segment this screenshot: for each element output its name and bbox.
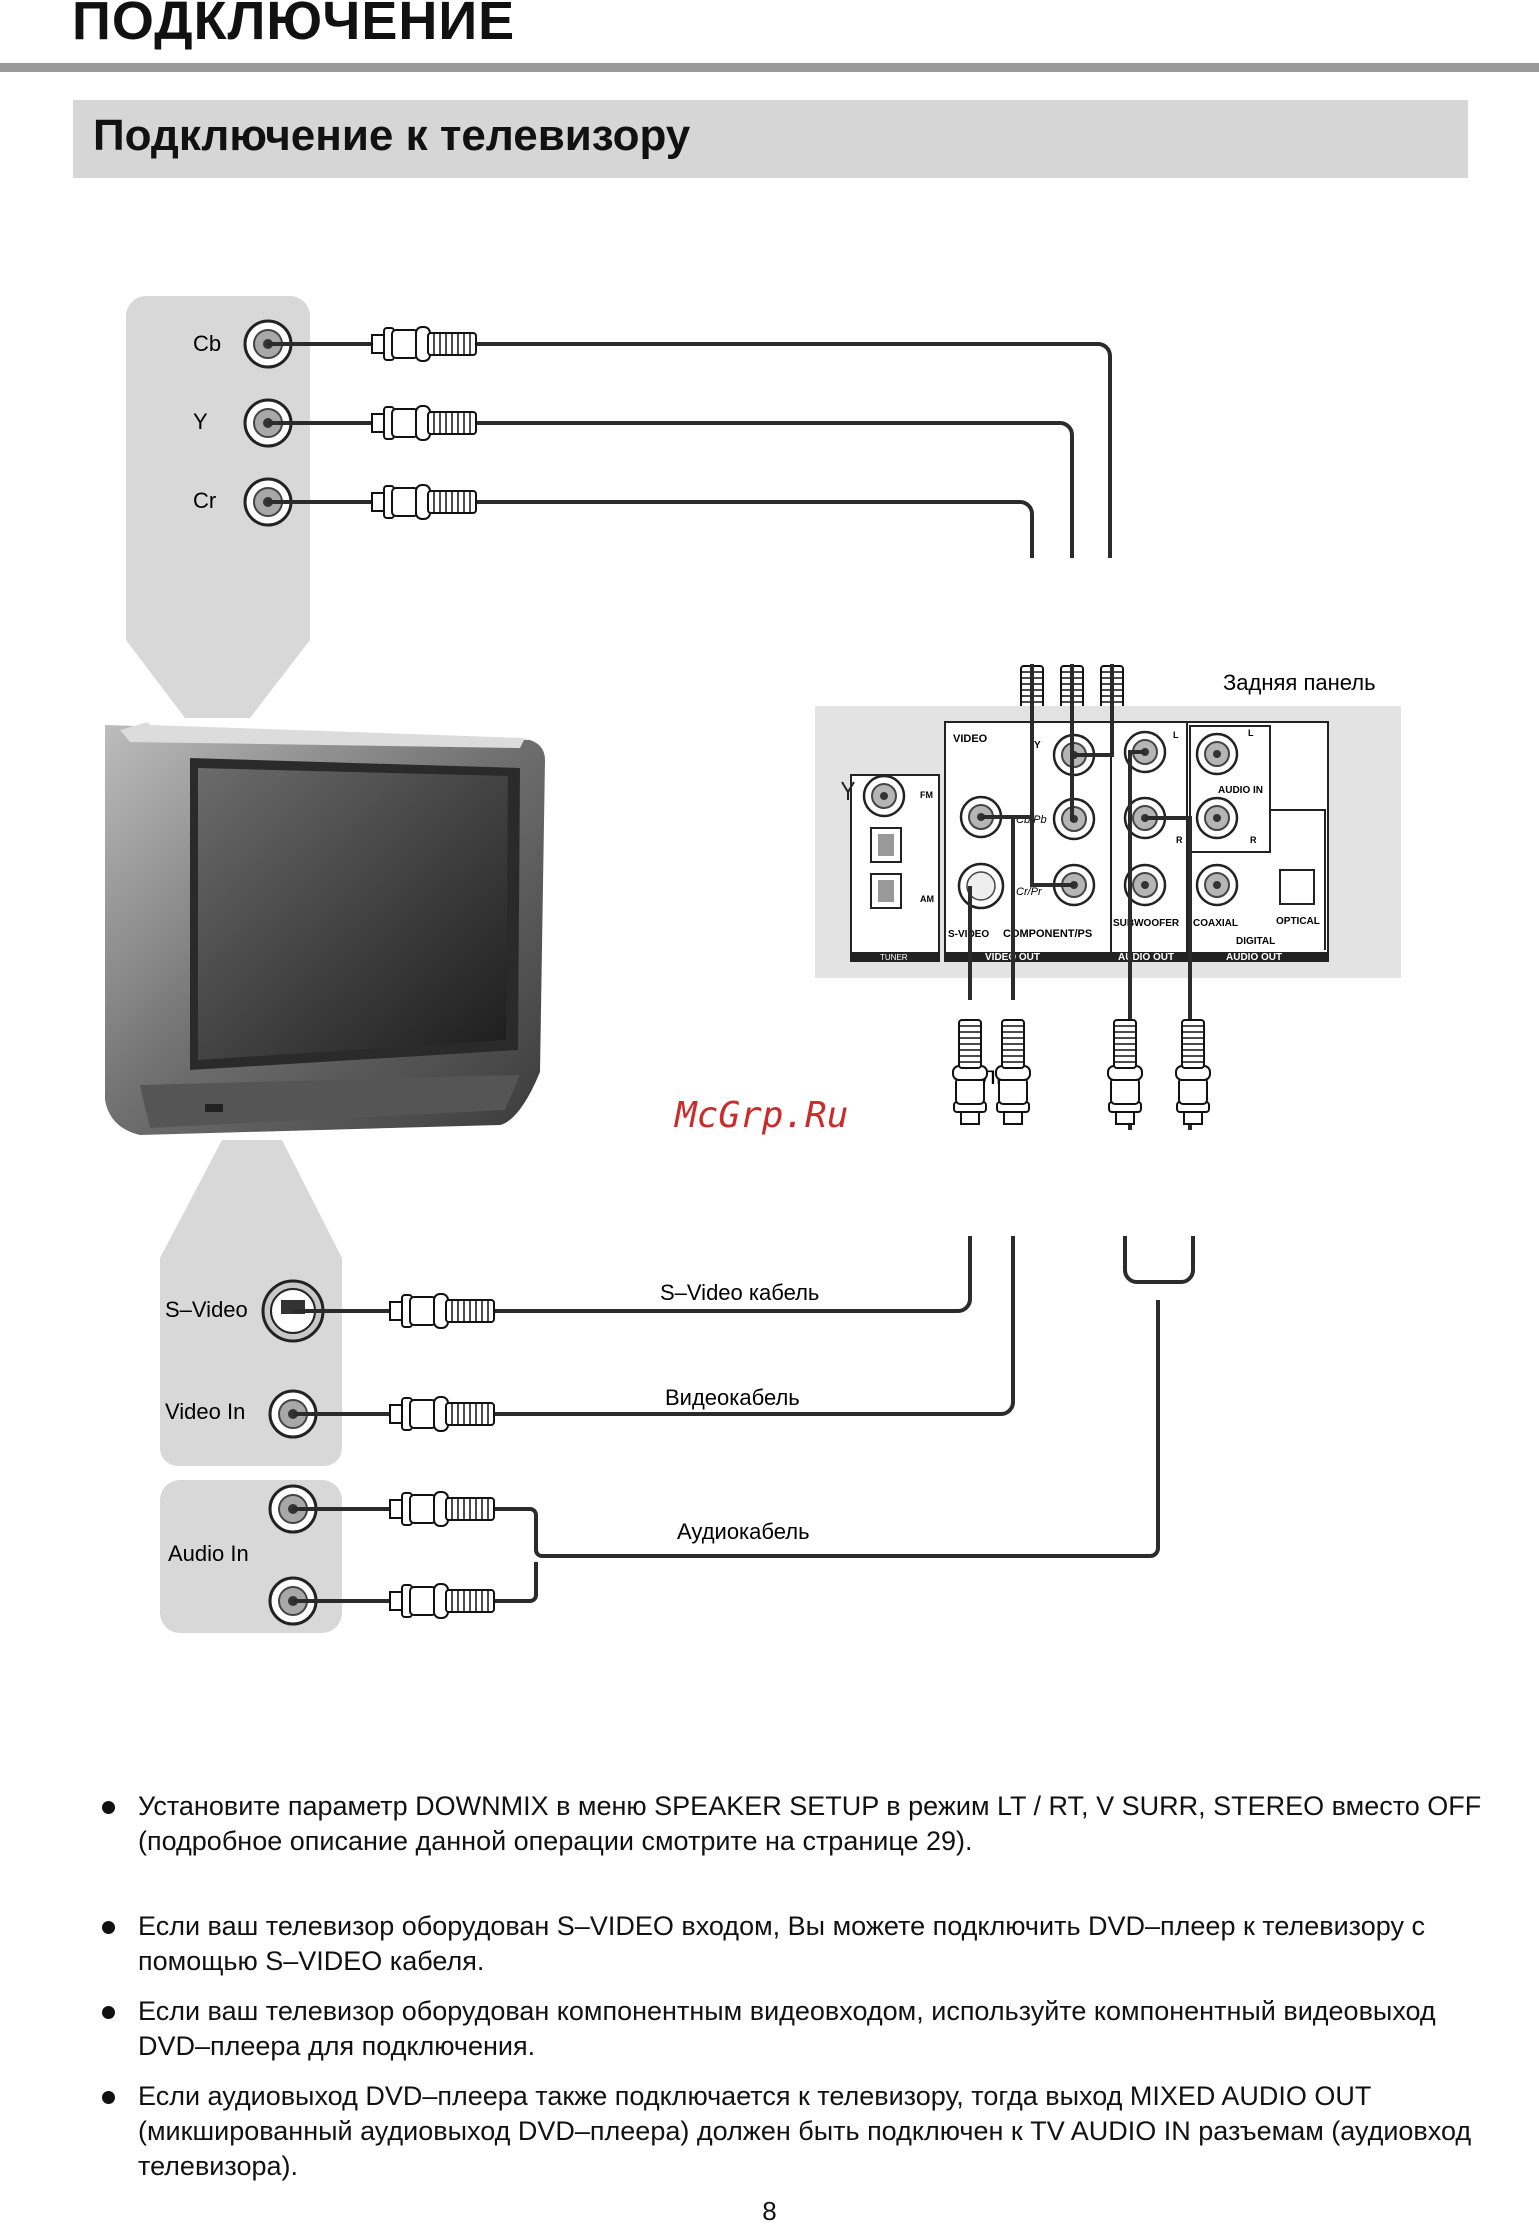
title-rule bbox=[0, 63, 1539, 72]
svg-text:COMPONENT/PS: COMPONENT/PS bbox=[1003, 928, 1092, 940]
svg-text:DIGITAL: DIGITAL bbox=[1236, 936, 1275, 947]
tv-image bbox=[105, 722, 545, 1135]
note-item: Если ваш телевизор оборудован S–VIDEO вх… bbox=[96, 1909, 1486, 1979]
label-video-in: Video In bbox=[165, 1399, 245, 1424]
svideo-input-panel bbox=[160, 1140, 342, 1466]
section-header-bar bbox=[73, 100, 1468, 178]
cable-audio-label: Аудиокабель bbox=[677, 1519, 810, 1544]
label-audio-in: Audio In bbox=[168, 1541, 249, 1566]
note-item: Установите параметр DOWNMIX в меню SPEAK… bbox=[96, 1789, 1486, 1859]
page-number: 8 bbox=[762, 2196, 777, 2226]
cable-video-label: Видеокабель bbox=[665, 1385, 800, 1410]
svg-text:TUNER: TUNER bbox=[880, 953, 908, 962]
label-cr: Cr bbox=[193, 488, 216, 513]
svg-text:AUDIO OUT: AUDIO OUT bbox=[1226, 952, 1282, 963]
note-item: Если ваш телевизор оборудован компонентн… bbox=[96, 1994, 1486, 2064]
svg-text:L: L bbox=[1248, 728, 1254, 738]
svg-text:L: L bbox=[1173, 730, 1179, 740]
svg-text:OPTICAL: OPTICAL bbox=[1276, 916, 1320, 927]
watermark: McGrp.Ru bbox=[673, 1095, 848, 1136]
svg-text:R: R bbox=[1250, 835, 1257, 845]
svg-text:AM: AM bbox=[920, 894, 934, 904]
svg-text:VIDEO: VIDEO bbox=[953, 733, 988, 745]
audio-in-digital-block: AUDIO OUT L AUDIO IN R COAXIAL OPTICAL D… bbox=[1186, 721, 1329, 963]
page-title: ПОДКЛЮЧЕНИЕ bbox=[72, 0, 516, 51]
svg-text:FM: FM bbox=[920, 790, 933, 800]
video-out-block: VIDEO OUT VIDEO S-VIDEO COMPONENT/PS Y C… bbox=[944, 721, 1112, 963]
svg-text:Y: Y bbox=[1034, 740, 1041, 751]
audio-out-block: AUDIO OUT L R SUBWOOFER bbox=[1110, 721, 1188, 963]
svg-text:SUBWOOFER: SUBWOOFER bbox=[1113, 918, 1180, 929]
label-svideo: S–Video bbox=[165, 1297, 248, 1322]
svg-text:AUDIO OUT: AUDIO OUT bbox=[1118, 952, 1174, 963]
section-title: Подключение к телевизору bbox=[93, 111, 691, 160]
label-y: Y bbox=[193, 409, 208, 434]
svg-text:AUDIO IN: AUDIO IN bbox=[1218, 785, 1263, 796]
svg-text:Cr/Pr: Cr/Pr bbox=[1016, 886, 1043, 898]
cable-svideo-label: S–Video кабель bbox=[660, 1280, 819, 1305]
label-cb: Cb bbox=[193, 331, 221, 356]
svg-text:R: R bbox=[1176, 835, 1183, 845]
svg-text:COAXIAL: COAXIAL bbox=[1193, 918, 1238, 929]
connection-diagram: Cb Y Cr Задняя панель TUNER FM AM VIDEO … bbox=[105, 296, 1401, 1633]
tuner-block: TUNER FM AM bbox=[841, 774, 940, 962]
note-item: Если аудиовыход DVD–плеера также подключ… bbox=[96, 2079, 1486, 2184]
rear-panel-caption: Задняя панель bbox=[1223, 670, 1376, 695]
